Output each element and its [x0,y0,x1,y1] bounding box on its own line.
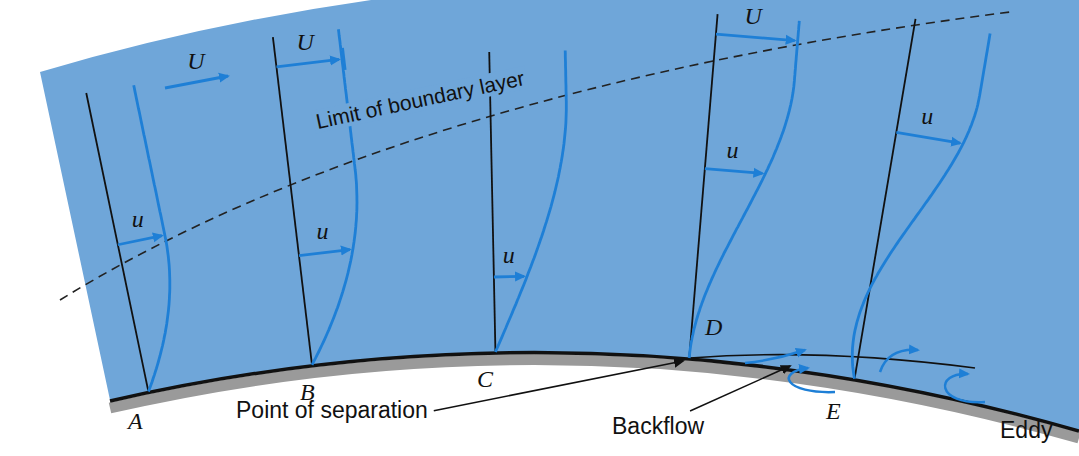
velocity-arrow [896,132,960,143]
fluid-region [40,0,1079,432]
annotation: Eddy [1000,418,1052,443]
velocity-symbol: u [503,242,515,268]
boundary-layer-label: Limit of boundary layer [311,66,529,134]
flow-arrow [745,350,805,363]
reference-line [855,19,916,379]
velocity-arrow [716,34,795,40]
velocity-profile [852,34,990,379]
velocity-profile [689,21,799,358]
station-letter: C [477,366,493,392]
reference-line [86,93,148,392]
velocity-symbol: u [921,103,933,129]
station-letter: E [826,398,841,424]
velocity-arrow [494,275,524,278]
leader-line [690,366,790,411]
velocity-symbol: U [297,29,314,55]
velocity-arrow [276,59,339,66]
eddy-arrow [945,374,985,402]
leader-line [434,361,683,411]
eddy-arrow [880,350,918,372]
annotation: Backflow [612,414,704,439]
velocity-symbol: U [187,48,204,74]
velocity-symbol: u [317,218,329,244]
velocity-arrow [299,250,350,256]
velocity-symbol: u [132,206,144,232]
velocity-profile [495,51,566,353]
separation-streamline [690,355,975,368]
velocity-arrow [118,236,162,245]
velocity-symbol: u [727,137,739,163]
free-stream-arrow [165,76,228,88]
velocity-arrow [705,169,763,174]
velocity-tick [343,48,346,70]
backflow-arrow [789,368,835,392]
station-letter: A [128,408,143,434]
reference-line [689,14,717,358]
wall-shading [110,360,1079,438]
reference-line [489,52,495,352]
annotation: Point of separation [236,398,428,423]
station-letter: D [705,314,722,340]
curved-wall [110,353,1079,431]
reference-line [273,37,312,365]
velocity-symbol: U [745,3,762,29]
velocity-profile [312,29,357,365]
